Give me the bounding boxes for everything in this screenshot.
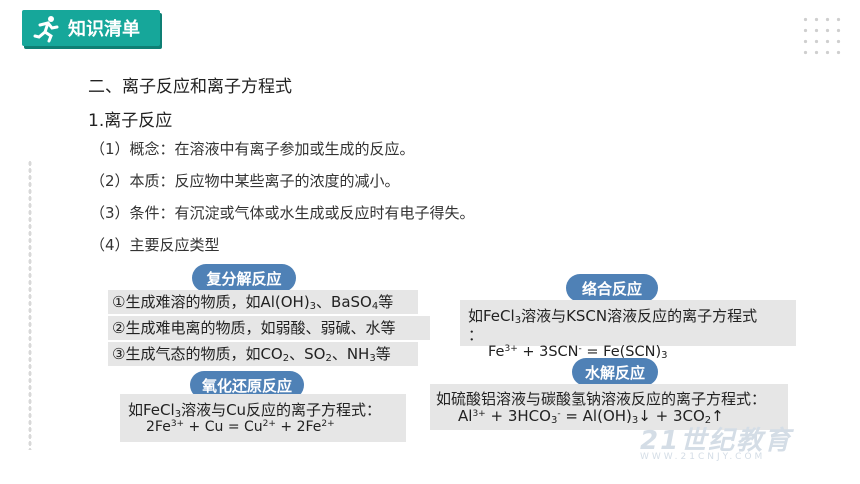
section-heading: 二、离子反应和离子方程式 (88, 77, 292, 97)
watermark-site: WWW.21CNJY.COM (640, 452, 766, 462)
complex-reaction-label: 络合反应 (566, 274, 658, 302)
complex-box: 如FeCl3溶液与KSCN溶液反应的离子方程式 ： (460, 300, 796, 346)
double-decomp-row-2: ②生成难电离的物质，如弱酸、弱碱、水等 (108, 316, 430, 340)
double-decomp-row-1: ①生成难溶的物质，如Al(OH)3、BaSO4等 (108, 290, 418, 314)
hydrolysis-label: 水解反应 (572, 358, 658, 386)
hydrolysis-equation: Al3+ + 3HCO3- = Al(OH)3↓ + 3CO2↑ (458, 407, 724, 426)
condition-line: （3）条件：有沉淀或气体或水生成或反应时有电子得失。 (90, 204, 475, 222)
runner-icon (33, 16, 59, 43)
hydrolysis-description: 如硫酸铝溶液与碳酸氢钠溶液反应的离子方程式： (436, 390, 767, 408)
types-line: （4）主要反应类型 (90, 236, 220, 254)
complex-colon: ： (468, 326, 484, 344)
essence-line: （2）本质：反应物中某些离子的浓度的减小。 (90, 172, 400, 190)
badge-title: 知识清单 (68, 19, 140, 40)
decorative-dotted-line (28, 160, 32, 450)
complex-description: 如FeCl3溶液与KSCN溶液反应的离子方程式 (468, 307, 758, 326)
decorative-dot-grid (800, 14, 844, 58)
concept-line: （1）概念：在溶液中有离子参加或生成的反应。 (90, 140, 415, 158)
redox-equation: 2Fe3+ + Cu = Cu2+ + 2Fe2+ (146, 419, 335, 435)
watermark-logo: 21世纪教育 (640, 426, 793, 456)
section-badge: 知识清单 (22, 10, 160, 46)
double-decomposition-label: 复分解反应 (192, 264, 296, 292)
double-decomp-row-3: ③生成气态的物质，如CO2、SO2、NH3等 (108, 342, 418, 366)
subsection-heading: 1.离子反应 (88, 111, 173, 131)
complex-equation: Fe3+ + 3SCN- = Fe(SCN)3 (488, 344, 668, 361)
redox-description: 如FeCl3溶液与Cu反应的离子方程式： (128, 401, 382, 420)
hydrolysis-box: 如硫酸铝溶液与碳酸氢钠溶液反应的离子方程式： Al3+ + 3HCO3- = A… (430, 384, 788, 430)
redox-box: 如FeCl3溶液与Cu反应的离子方程式： 2Fe3+ + Cu = Cu2+ +… (120, 394, 406, 442)
